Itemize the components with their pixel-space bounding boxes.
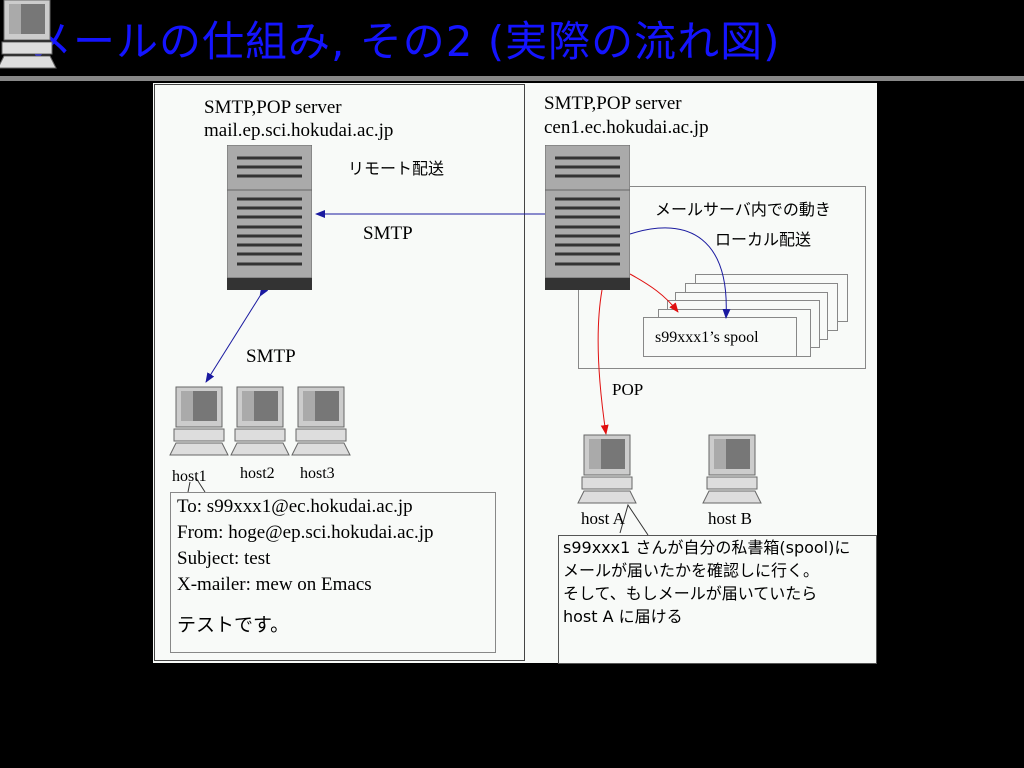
callout-line1: s99xxx1 さんが自分の私書箱(spool)に — [563, 538, 851, 557]
host3-label: host3 — [300, 465, 335, 482]
email-message-box: To: s99xxx1@ec.hokudai.ac.jp From: hoge@… — [170, 492, 496, 653]
host-b-label: host B — [708, 509, 752, 528]
callout-pointer — [619, 503, 649, 536]
smtp-label-servers: SMTP — [363, 223, 413, 244]
server-inside-label: メールサーバ内での動き — [655, 200, 831, 219]
local-delivery-label: ローカル配送 — [715, 230, 812, 249]
left-server-icon — [227, 145, 312, 290]
callout-line2: メールが届いたかを確認しに行く。 — [563, 561, 820, 580]
callout-line3: そして、もしメールが届いていたら — [563, 584, 818, 603]
spool-label: s99xxx1’s spool — [655, 329, 759, 346]
remote-delivery-label: リモート配送 — [348, 159, 445, 178]
host1-label: host1 — [172, 468, 207, 485]
computer-icons — [0, 0, 57, 69]
right-server-icon — [545, 145, 630, 290]
email-to: To: s99xxx1@ec.hokudai.ac.jp — [177, 496, 413, 517]
callout-line4: host A に届ける — [563, 607, 683, 626]
smtp-label-host: SMTP — [246, 346, 296, 367]
slide-title: メールの仕組み, その2 (実際の流れ図) — [30, 17, 781, 66]
pop-arrow — [597, 289, 609, 435]
host-a-label: host A — [581, 509, 625, 528]
smtp-arrow-host1 — [205, 286, 269, 383]
local-delivery-arrow — [629, 227, 731, 319]
callout-box: s99xxx1 さんが自分の私書箱(spool)に メールが届いたかを確認しに行… — [558, 535, 877, 664]
left-server-type: SMTP,POP server — [204, 97, 342, 118]
email-subject: Subject: test — [177, 548, 271, 569]
spool-box: s99xxx1’s spool — [643, 317, 797, 357]
right-server-host: cen1.ec.hokudai.ac.jp — [544, 117, 709, 138]
email-from: From: hoge@ep.sci.hokudai.ac.jp — [177, 522, 434, 543]
left-server-host: mail.ep.sci.hokudai.ac.jp — [204, 120, 394, 141]
host2-label: host2 — [240, 465, 275, 482]
right-server-type: SMTP,POP server — [544, 93, 682, 114]
spool-arrow — [629, 273, 679, 313]
pop-label: POP — [612, 380, 644, 399]
email-body: テストです。 — [177, 614, 290, 636]
sender-domain-box — [154, 84, 525, 661]
title-divider — [0, 76, 1024, 81]
email-mailer: X-mailer: mew on Emacs — [177, 574, 372, 595]
